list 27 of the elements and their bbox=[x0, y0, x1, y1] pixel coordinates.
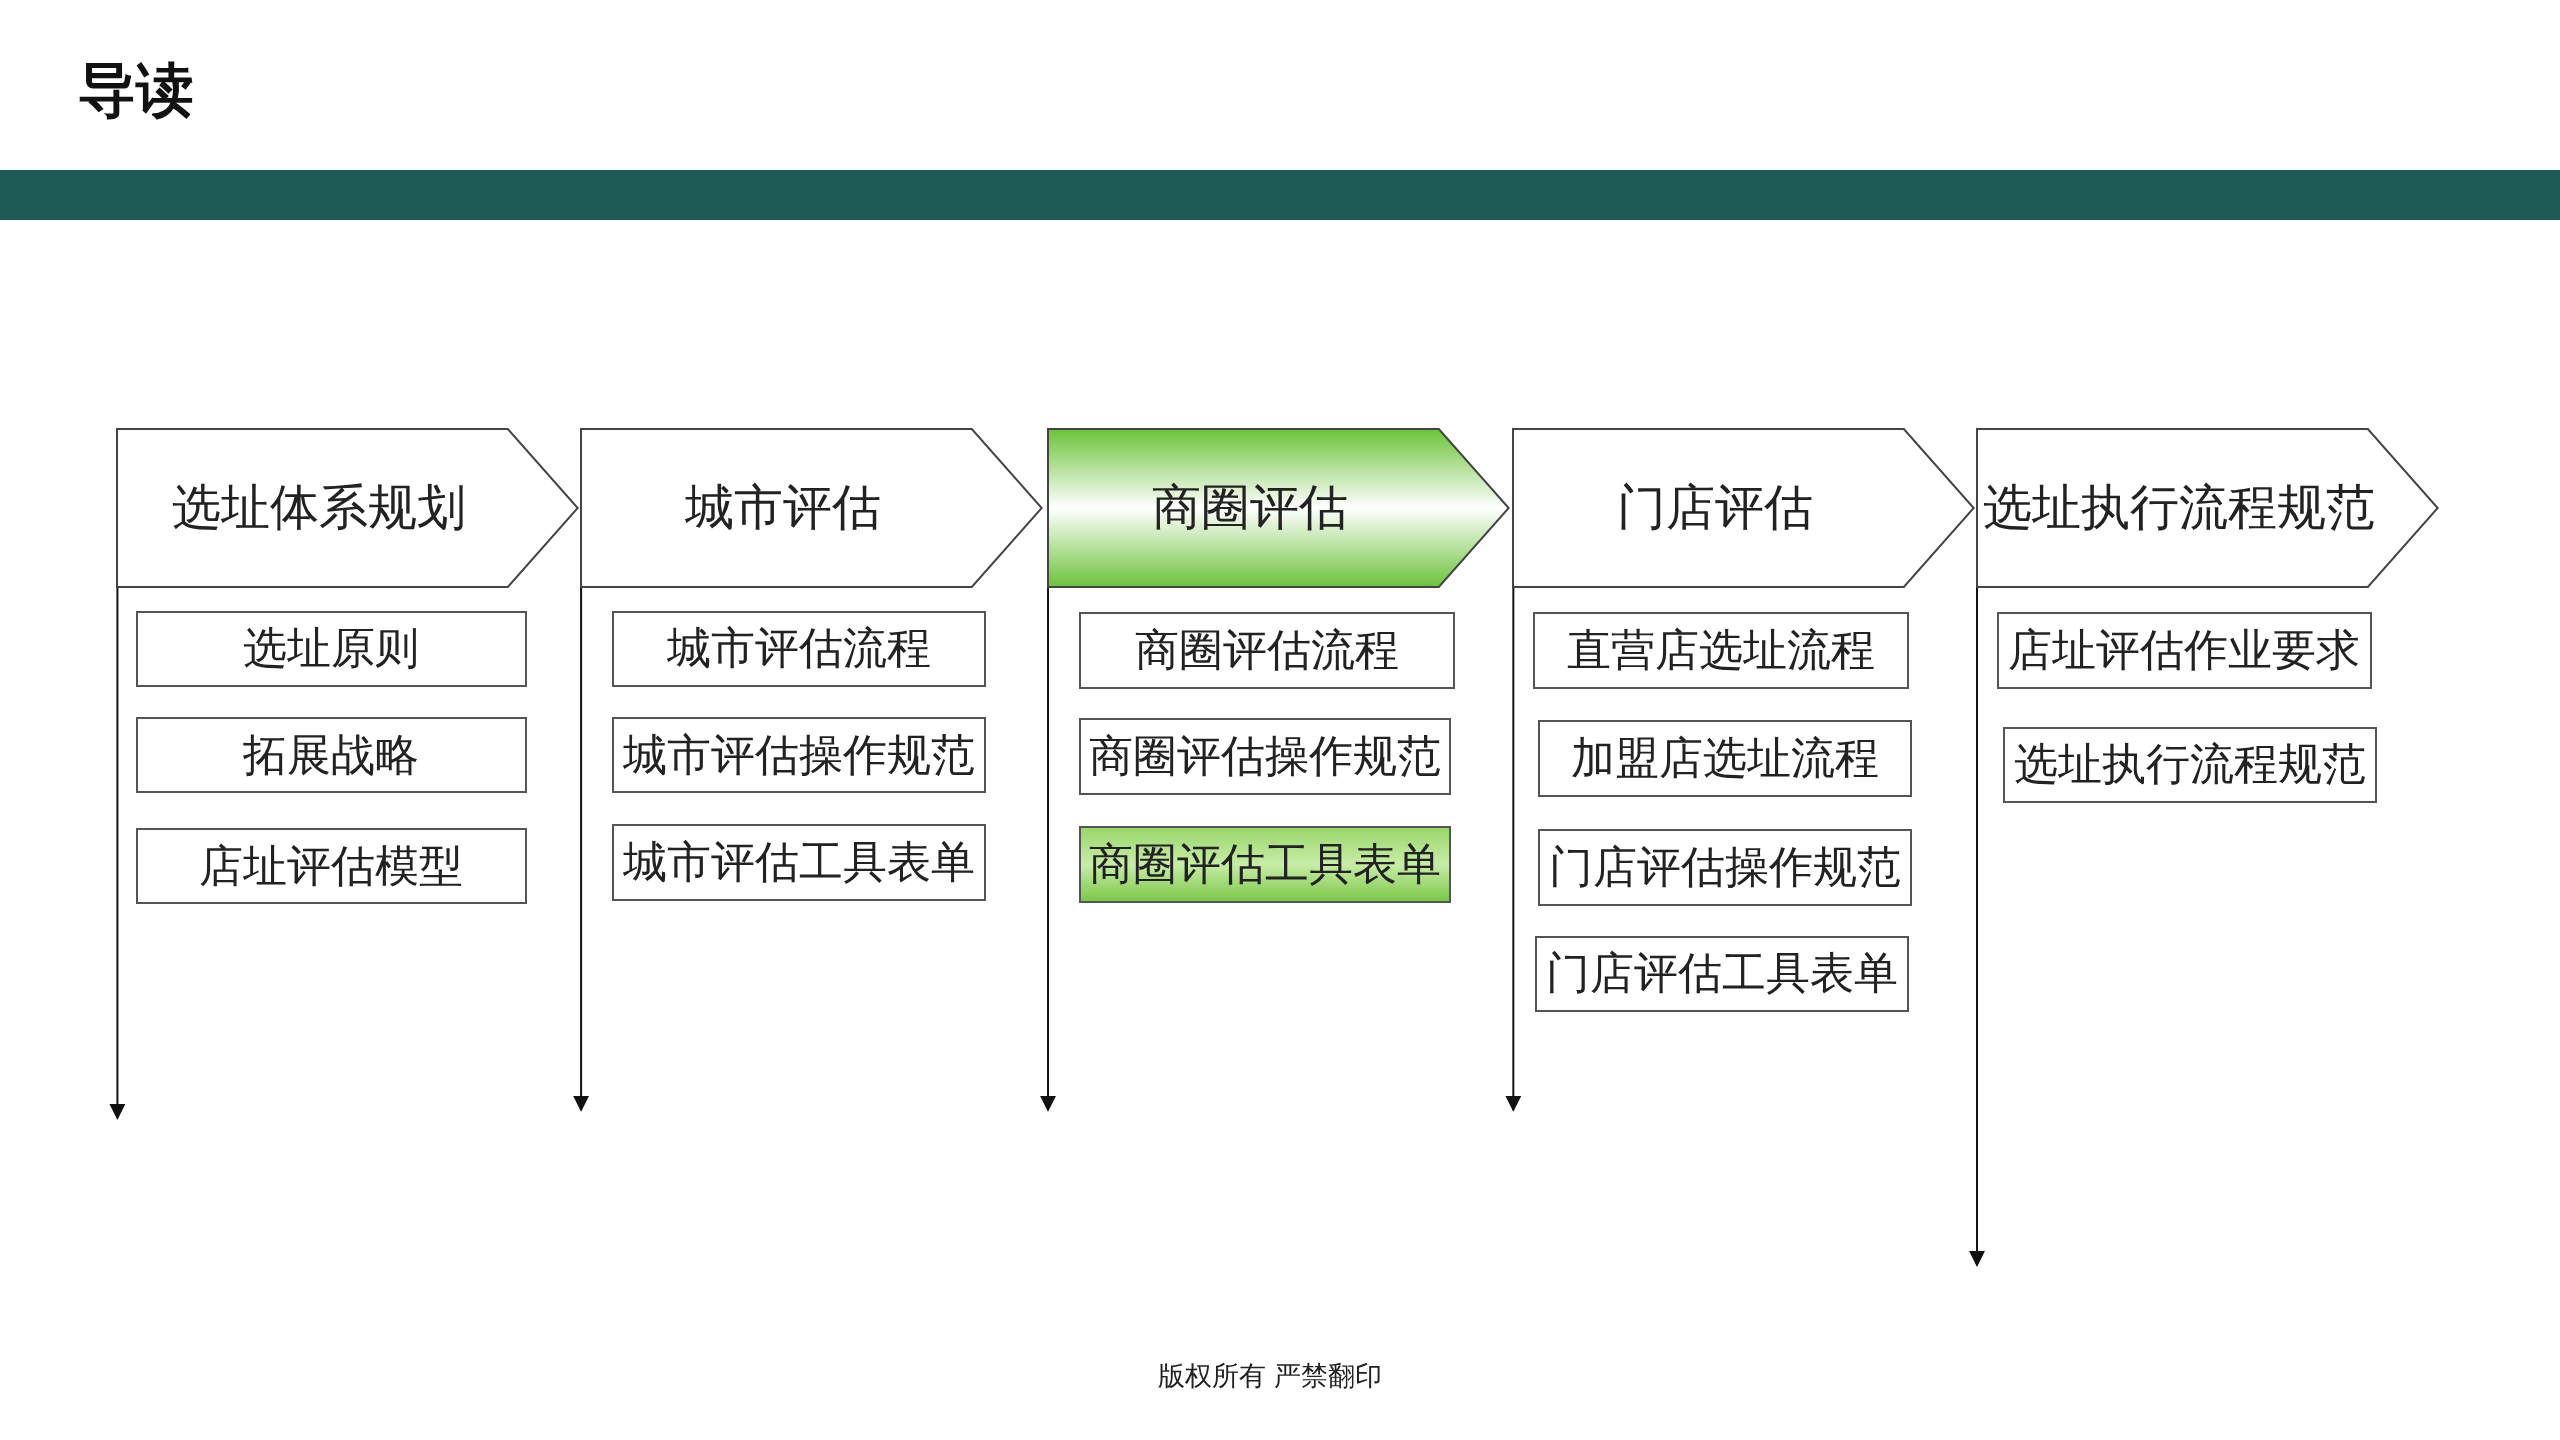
arrow bbox=[573, 586, 590, 1112]
arrow bbox=[1505, 586, 1522, 1112]
document-box: 店址评估作业要求 bbox=[1996, 612, 2373, 689]
chevron-header: 门店评估 bbox=[1511, 427, 1976, 588]
document-box: 城市评估工具表单 bbox=[612, 824, 987, 902]
chevron-header: 商圈评估 bbox=[1046, 427, 1511, 588]
chevron-header: 选址执行流程规范 bbox=[1975, 427, 2440, 588]
document-box: 加盟店选址流程 bbox=[1537, 720, 1912, 797]
document-box: 门店评估操作规范 bbox=[1537, 829, 1912, 907]
chevron-header: 城市评估 bbox=[579, 427, 1044, 588]
document-box: 直营店选址流程 bbox=[1533, 612, 1909, 689]
arrow bbox=[1969, 586, 1985, 1267]
document-box: 门店评估工具表单 bbox=[1534, 935, 1909, 1013]
document-box: 城市评估操作规范 bbox=[612, 716, 987, 794]
document-box: 城市评估流程 bbox=[612, 610, 987, 688]
document-box: 商圈评估工具表单 bbox=[1079, 826, 1452, 903]
page-title: 导读 bbox=[78, 55, 194, 126]
arrow bbox=[1040, 586, 1057, 1112]
document-box: 店址评估模型 bbox=[135, 827, 528, 905]
document-box: 拓展战略 bbox=[135, 716, 528, 794]
document-box: 选址执行流程规范 bbox=[2003, 726, 2378, 804]
document-box: 商圈评估操作规范 bbox=[1079, 718, 1452, 796]
document-box: 商圈评估流程 bbox=[1079, 612, 1455, 689]
copyright-note: 版权所有 严禁翻印 bbox=[1157, 1359, 1383, 1393]
chevron-header: 选址体系规划 bbox=[115, 427, 580, 588]
document-box: 选址原则 bbox=[135, 610, 528, 688]
arrow bbox=[109, 586, 126, 1120]
